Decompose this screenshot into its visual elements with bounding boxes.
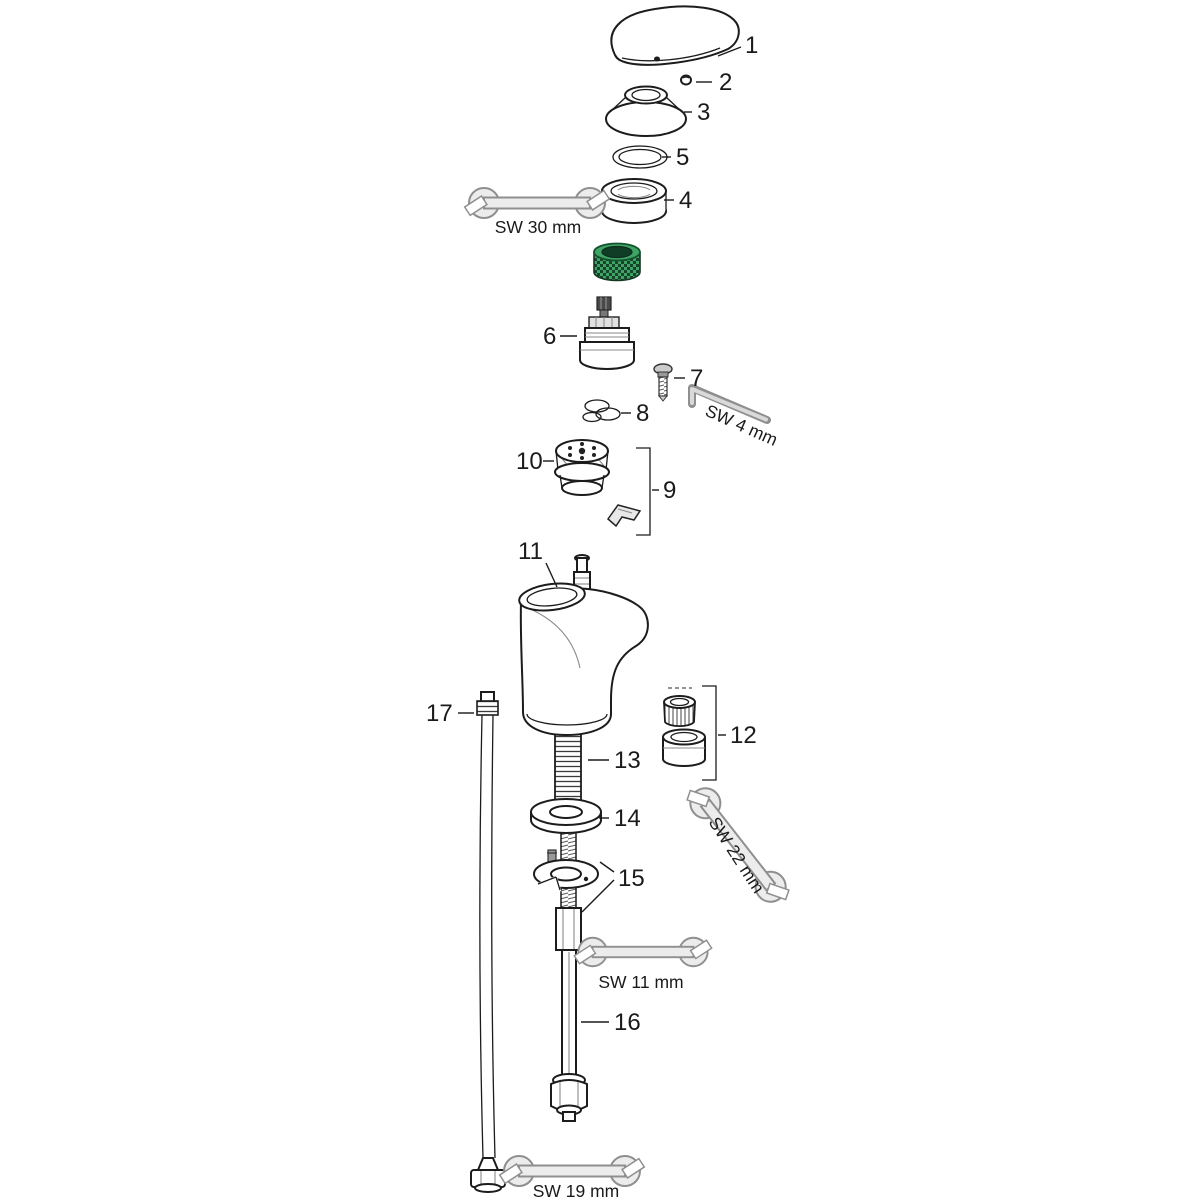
part-2-grub-screw	[680, 74, 692, 86]
part-11-faucet-body	[518, 554, 649, 737]
part-14-base-seal	[530, 798, 602, 834]
tool-label-sw30: SW 30 mm	[495, 217, 582, 237]
part-label-12: 12	[730, 722, 757, 749]
leader-lines	[458, 46, 742, 1023]
part-3-escutcheon	[605, 85, 687, 137]
tool-label-sw19: SW 19 mm	[533, 1181, 620, 1200]
part-label-13: 13	[614, 747, 641, 774]
tool-label-sw22: SW 22 mm	[705, 813, 769, 896]
part-label-6: 6	[543, 323, 556, 350]
part-5-o-ring	[612, 145, 668, 169]
part-12-range-bracket	[702, 685, 717, 781]
part-9-clip	[606, 504, 642, 528]
part-label-7: 7	[690, 365, 703, 392]
part-label-9: 9	[663, 477, 676, 504]
part-9-range-bracket	[636, 447, 651, 536]
part-16-sleeve	[555, 907, 582, 951]
part-17-supply-hose	[470, 691, 506, 1193]
part-label-15: 15	[618, 865, 645, 892]
part-12-aerator	[662, 685, 717, 781]
tool-label-sw11: SW 11 mm	[598, 972, 683, 992]
part-16-supply-pipe	[550, 949, 588, 1122]
part-label-1: 1	[745, 32, 758, 59]
part-1-handle	[610, 5, 740, 66]
part-label-10: 10	[516, 448, 543, 475]
part-label-2: 2	[719, 69, 732, 96]
part-label-5: 5	[676, 144, 689, 171]
part-10-valve-unit	[554, 439, 610, 496]
part-15-mounting-bracket	[533, 849, 599, 892]
part-8-seal-set	[582, 399, 621, 423]
part-4-mounting-nut	[601, 178, 667, 224]
part-label-14: 14	[614, 805, 641, 832]
part-label-16: 16	[614, 1009, 641, 1036]
wrench-sw11-icon	[573, 936, 713, 968]
wrench-sw30-icon	[463, 187, 611, 219]
part-label-4: 4	[679, 187, 692, 214]
part-7-screw	[653, 363, 673, 402]
allen-key-sw4-icon	[688, 384, 771, 424]
part-label-3: 3	[697, 99, 710, 126]
part-label-8: 8	[636, 400, 649, 427]
cartridge-retaining-ring-green	[593, 242, 641, 282]
part-13-flex-hose	[554, 733, 582, 801]
part-label-17: 17	[426, 700, 453, 727]
part-6-cartridge	[579, 296, 635, 370]
part-label-11: 11	[518, 538, 543, 565]
